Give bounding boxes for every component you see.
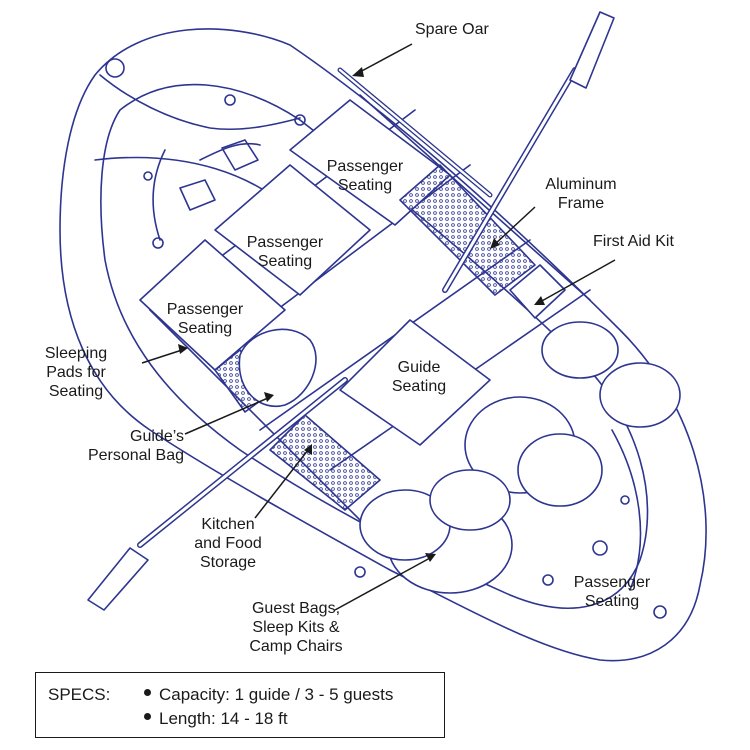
label-passenger-seating-top: Passenger Seating [326,158,404,194]
mesh-panel-1 [399,164,536,296]
d-ring-3 [294,114,306,126]
mesh-panel-2 [269,414,381,511]
bullet-icon [144,713,151,721]
leader-sleeping-pads [141,349,183,364]
leader-kitchen [254,449,309,519]
d-ring-2 [224,94,236,106]
first-aid-box [509,264,566,319]
arrowhead-guest-bags [425,553,436,562]
arrowhead-aluminum-frame [490,238,500,249]
leader-guest-bags [334,557,431,611]
specs-box: SPECS: Capacity: 1 guide / 3 - 5 guests … [35,672,445,738]
spec-item: Length: 14 - 18 ft [144,709,288,729]
label-guest-bags: Guest Bags, Sleep Kits & Camp Chairs [249,600,343,655]
arrowhead-spare-oar [352,67,364,77]
d-ring-5 [152,237,164,249]
label-spare-oar: Spare Oar [415,21,489,38]
leader-first-aid [539,259,616,303]
leader-guides-bag [184,397,269,435]
guide-bag-shape [238,328,317,408]
bow-rope [99,74,301,131]
d-ring-8 [592,540,608,556]
d-ring-10 [354,566,366,578]
bow-crate-2 [179,179,216,211]
gear-bag-2 [541,321,619,379]
seat-panel-guide [339,319,491,446]
seat-panel-mid [214,164,371,296]
spec-item: Capacity: 1 guide / 3 - 5 guests [144,685,393,705]
d-ring-4 [143,171,153,181]
arrowhead-first-aid [534,296,545,305]
label-passenger-seating-bottom: Passenger Seating [573,574,651,610]
spec-item-text: Length: 14 - 18 ft [159,709,288,728]
gear-bag-1 [599,362,681,428]
oar-upper-blade [569,11,615,89]
label-kitchen-storage: Kitchen and Food Storage [194,516,262,571]
d-ring-6 [620,495,630,505]
specs-title: SPECS: [48,685,111,704]
label-passenger-seating-mid: Passenger Seating [246,234,324,270]
label-passenger-seating-left: Passenger Seating [166,301,244,337]
arrowhead-kitchen [304,444,312,455]
label-aluminum-frame: Aluminum Frame [545,176,617,212]
label-guide-seating: Guide Seating [391,359,447,395]
d-ring-7 [542,574,554,586]
leader-spare-oar [357,43,413,74]
label-guides-bag: Guide’s Personal Bag [87,428,184,464]
bow-crate-1 [221,139,259,171]
d-ring-9 [653,605,667,619]
frame-rail-5 [359,94,591,301]
spec-item-text: Capacity: 1 guide / 3 - 5 guests [159,685,394,704]
bullet-icon [144,689,151,697]
label-first-aid-kit: First Aid Kit [593,233,674,250]
oar-main-blade [87,547,149,611]
label-sleeping-pads: Sleeping Pads for Seating [44,345,108,400]
arrowhead-sleeping-pads [178,344,188,354]
gear-bag-4 [517,433,603,507]
d-ring-1 [105,58,125,78]
arrowhead-guides-bag [264,392,274,402]
leader-aluminum-frame [493,206,536,246]
gear-bag-7 [429,469,511,531]
thwart-tube-2 [611,429,642,591]
seat-panel-left [139,239,286,371]
